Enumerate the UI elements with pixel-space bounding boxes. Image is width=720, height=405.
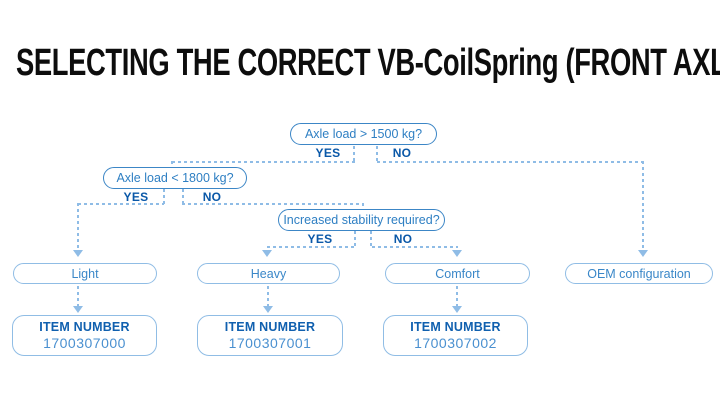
connector-d2-no-horizontal bbox=[182, 203, 363, 205]
item-number-value: 1700307002 bbox=[414, 335, 497, 351]
item-number-box-light: ITEM NUMBER 1700307000 bbox=[12, 315, 157, 356]
connector-d2-no-into-d3 bbox=[362, 203, 364, 209]
arrow-down-icon bbox=[452, 306, 462, 313]
item-number-label: ITEM NUMBER bbox=[39, 320, 130, 334]
connector-d2-no-drop bbox=[182, 189, 184, 204]
yes-label-d3: YES bbox=[307, 232, 333, 246]
connector-d2-yes-to-light bbox=[77, 203, 79, 250]
connector-heavy-to-item bbox=[267, 286, 269, 306]
outcome-pill-light: Light bbox=[13, 263, 157, 284]
arrow-down-icon bbox=[263, 306, 273, 313]
connector-d2-yes-drop bbox=[163, 189, 165, 204]
connector-d1-yes-horizontal bbox=[172, 161, 355, 163]
item-number-label: ITEM NUMBER bbox=[410, 320, 501, 334]
connector-d1-yes-drop bbox=[353, 146, 355, 161]
item-number-label: ITEM NUMBER bbox=[224, 320, 316, 334]
outcome-pill-heavy: Heavy bbox=[197, 263, 340, 284]
arrow-down-icon bbox=[452, 250, 462, 257]
connector-d1-yes-into-d2 bbox=[171, 161, 173, 167]
no-label-d1: NO bbox=[392, 146, 412, 160]
decision-question: Increased stability required? bbox=[283, 213, 440, 227]
connector-d3-no-drop bbox=[370, 231, 372, 246]
arrow-down-icon bbox=[262, 250, 272, 257]
item-number-value: 1700307001 bbox=[228, 335, 312, 351]
arrow-down-icon bbox=[638, 250, 648, 257]
connector-comfort-to-item bbox=[456, 286, 458, 306]
outcome-label: OEM configuration bbox=[587, 266, 691, 281]
connector-d1-no-drop bbox=[376, 146, 378, 161]
connector-d3-yes-drop bbox=[354, 231, 356, 246]
outcome-label: Comfort bbox=[435, 266, 480, 281]
decision-pill-increased-stability: Increased stability required? bbox=[278, 209, 445, 231]
connector-d1-no-to-oem bbox=[642, 161, 644, 250]
decision-pill-axle-load-1500: Axle load > 1500 kg? bbox=[290, 123, 437, 145]
item-number-box-heavy: ITEM NUMBER 1700307001 bbox=[197, 315, 343, 356]
connector-d3-no-horizontal bbox=[372, 246, 458, 248]
page-title: SELECTING THE CORRECT VB-CoilSpring (FRO… bbox=[16, 42, 720, 84]
item-number-box-comfort: ITEM NUMBER 1700307002 bbox=[383, 315, 528, 356]
connector-d1-no-horizontal bbox=[377, 161, 643, 163]
connector-d2-yes-horizontal bbox=[78, 203, 164, 205]
outcome-label: Light bbox=[71, 266, 99, 281]
no-label-d2: NO bbox=[202, 190, 222, 204]
yes-label-d2: YES bbox=[123, 190, 149, 204]
decision-pill-axle-load-1800: Axle load < 1800 kg? bbox=[103, 167, 247, 189]
connector-light-to-item bbox=[77, 286, 79, 306]
outcome-label: Heavy bbox=[250, 266, 287, 281]
outcome-pill-comfort: Comfort bbox=[385, 263, 530, 284]
decision-question: Axle load > 1500 kg? bbox=[304, 127, 423, 141]
item-number-value: 1700307000 bbox=[43, 335, 126, 351]
outcome-pill-oem-configuration: OEM configuration bbox=[565, 263, 713, 284]
decision-question: Axle load < 1800 kg? bbox=[116, 171, 234, 185]
arrow-down-icon bbox=[73, 250, 83, 257]
yes-label-d1: YES bbox=[315, 146, 341, 160]
connector-d3-yes-horizontal bbox=[267, 246, 355, 248]
no-label-d3: NO bbox=[393, 232, 413, 246]
arrow-down-icon bbox=[73, 306, 83, 313]
